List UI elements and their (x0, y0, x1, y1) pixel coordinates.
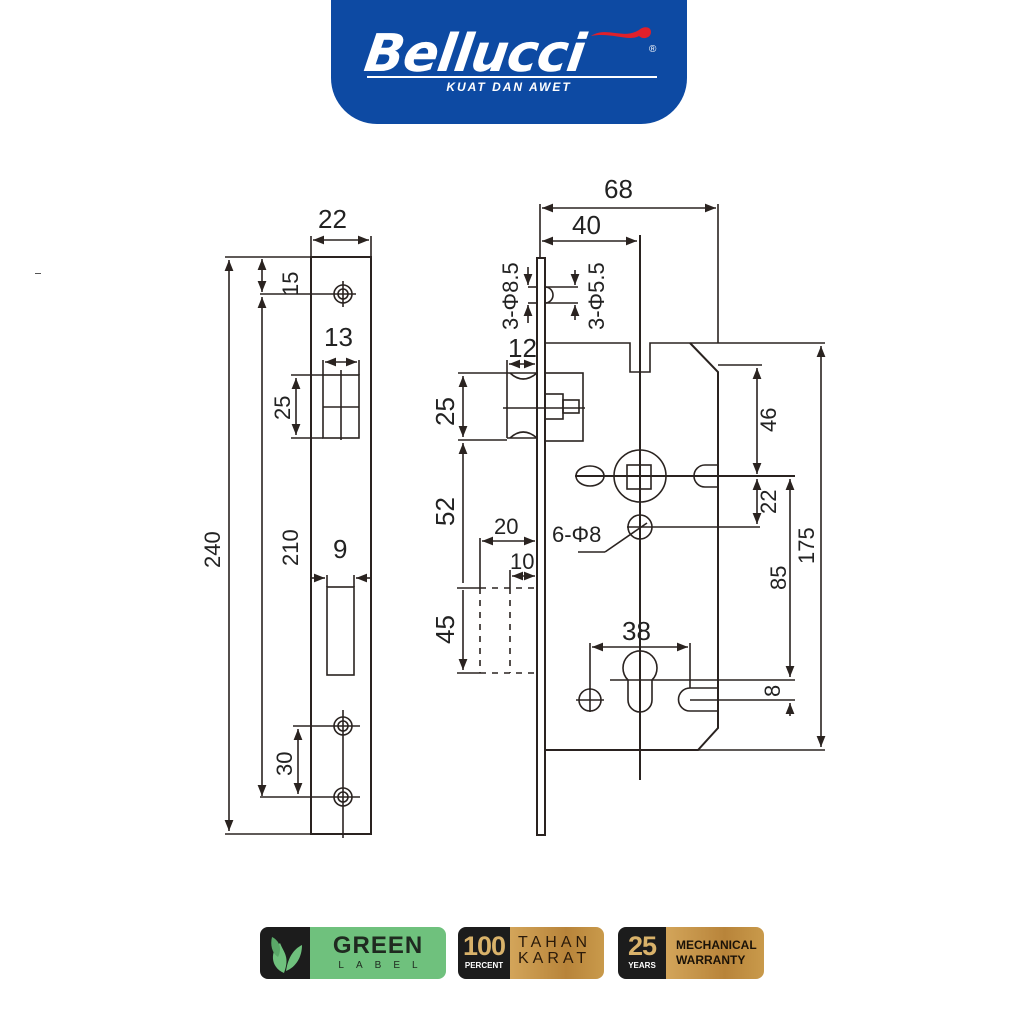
leaf-icon (271, 937, 302, 973)
strike-plate (224, 235, 372, 838)
dim-phi-8-5: 3-Φ8.5 (498, 262, 523, 330)
dim-40: 40 (572, 210, 601, 240)
dim-15: 15 (278, 272, 303, 296)
dim-240: 240 (200, 531, 225, 568)
badge-line2: KARAT (518, 950, 591, 967)
dim-6-phi-8: 6-Φ8 (552, 522, 601, 547)
dim-45: 45 (430, 615, 460, 644)
badge-number-caption: PERCENT (464, 961, 504, 970)
badge-tahan-karat: 100 PERCENT TAHAN KARAT (458, 927, 604, 979)
dim-phi-5-5: 3-Φ5.5 (584, 262, 609, 330)
dim-30: 30 (272, 752, 297, 776)
badge-line1: MECHANICAL (676, 938, 757, 952)
badge-warranty: 25 YEARS MECHANICAL WARRANTY (618, 927, 764, 979)
dim-13: 13 (324, 322, 353, 352)
flame-icon (591, 27, 651, 39)
registered-mark: ® (649, 44, 657, 55)
dim-25-latch: 25 (430, 397, 460, 426)
lock-body (457, 203, 826, 836)
badge-number: 100 (462, 931, 506, 961)
badge-line1: TAHAN (518, 934, 592, 951)
logo-underline (367, 76, 657, 78)
dim-210: 210 (278, 529, 303, 566)
dim-85: 85 (766, 566, 791, 590)
dim-175: 175 (794, 527, 819, 564)
badge-title: GREEN (332, 932, 424, 959)
dim-25-strike: 25 (270, 396, 295, 420)
badge-subtitle: LABEL (338, 960, 430, 971)
dim-46: 46 (756, 408, 781, 432)
dim-52: 52 (430, 497, 460, 526)
dim-8: 8 (760, 685, 785, 697)
dim-10: 10 (510, 549, 534, 574)
dim-22-right: 22 (756, 490, 781, 514)
dim-12: 12 (508, 333, 537, 363)
badge-green-label: GREEN LABEL (260, 927, 446, 979)
dim-38: 38 (622, 616, 651, 646)
badge-number-caption: YEARS (628, 961, 656, 970)
dim-68: 68 (604, 174, 633, 204)
brand-logo: Bellucci ® KUAT DAN AWET (331, 0, 687, 124)
dim-20: 20 (494, 514, 518, 539)
badge-number: 25 (627, 931, 657, 961)
dim-22: 22 (318, 204, 347, 234)
stray-mark (35, 273, 41, 274)
brand-tagline: KUAT DAN AWET (446, 80, 572, 94)
badge-line2: WARRANTY (676, 953, 746, 967)
dim-9: 9 (333, 534, 347, 564)
